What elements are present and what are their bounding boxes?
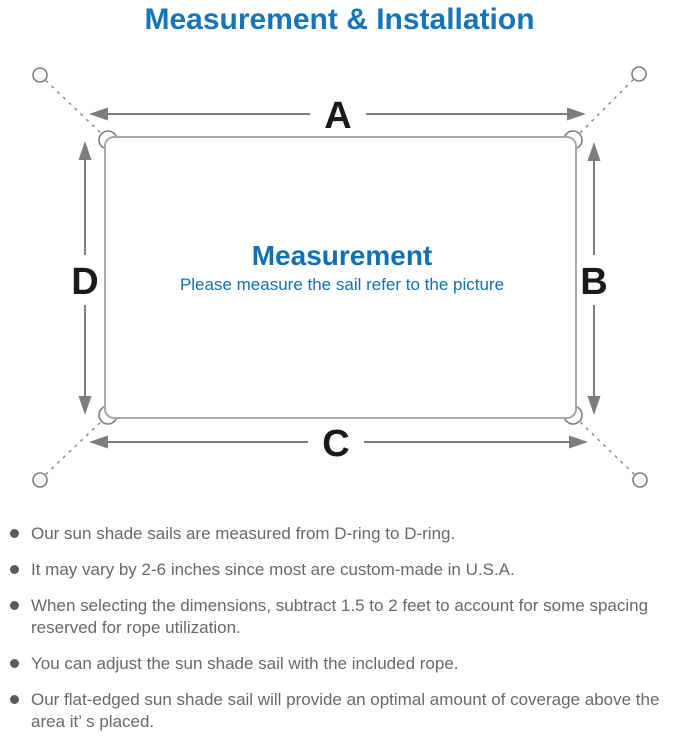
arrow-down-icon: [587, 396, 601, 415]
sail-measurement-diagram: A D B C Measurement Please meas: [32, 66, 648, 488]
arrow-up-icon: [78, 141, 92, 160]
anchor-ring-bottom-left-icon: [32, 472, 48, 488]
note-text: Our sun shade sails are measured from D-…: [31, 524, 456, 543]
dimension-b-label: B: [580, 261, 607, 303]
arrow-right-icon: [569, 435, 588, 449]
bullet-icon: [10, 529, 19, 538]
rope-line-bottom-right: [573, 415, 641, 481]
list-item: Our sun shade sails are measured from D-…: [10, 523, 673, 545]
dimension-c-label: C: [322, 423, 349, 465]
diagram-center-subtitle: Please measure the sail refer to the pic…: [180, 275, 504, 294]
diagram-center-title: Measurement: [252, 240, 433, 271]
list-item: When selecting the dimensions, subtract …: [10, 595, 673, 639]
arrow-down-icon: [78, 396, 92, 415]
dimension-a-arrow: A: [89, 95, 586, 137]
anchor-ring-top-left-icon: [32, 67, 48, 83]
anchor-rings: [32, 66, 648, 488]
bullet-icon: [10, 659, 19, 668]
note-text: Our flat-edged sun shade sail will provi…: [31, 690, 660, 731]
note-text: You can adjust the sun shade sail with t…: [31, 654, 459, 673]
sail-outline: [104, 136, 577, 419]
rope-line-top-right: [573, 73, 640, 140]
dimension-d-arrow: D: [71, 141, 99, 415]
bullet-icon: [10, 695, 19, 704]
arrow-right-icon: [567, 107, 586, 121]
arrow-left-icon: [89, 435, 108, 449]
arrow-left-icon: [89, 107, 108, 121]
note-text: It may vary by 2-6 inches since most are…: [31, 560, 515, 579]
page-title: Measurement & Installation: [144, 3, 535, 36]
list-item: Our flat-edged sun shade sail will provi…: [10, 689, 673, 733]
anchor-ring-bottom-right-icon: [632, 472, 648, 488]
bullet-icon: [10, 601, 19, 610]
list-item: You can adjust the sun shade sail with t…: [10, 653, 673, 675]
note-text: When selecting the dimensions, subtract …: [31, 596, 649, 637]
dimension-c-arrow: C: [89, 423, 588, 465]
anchor-ring-top-right-icon: [631, 66, 647, 82]
rope-line-top-left: [39, 74, 108, 140]
dimension-b-arrow: B: [580, 142, 608, 415]
arrow-up-icon: [587, 142, 601, 161]
notes-list: Our sun shade sails are measured from D-…: [0, 517, 679, 733]
rope-line-bottom-left: [39, 415, 108, 481]
dimension-d-label: D: [71, 261, 98, 303]
dimension-a-label: A: [324, 95, 351, 137]
bullet-icon: [10, 565, 19, 574]
list-item: It may vary by 2-6 inches since most are…: [10, 559, 673, 581]
